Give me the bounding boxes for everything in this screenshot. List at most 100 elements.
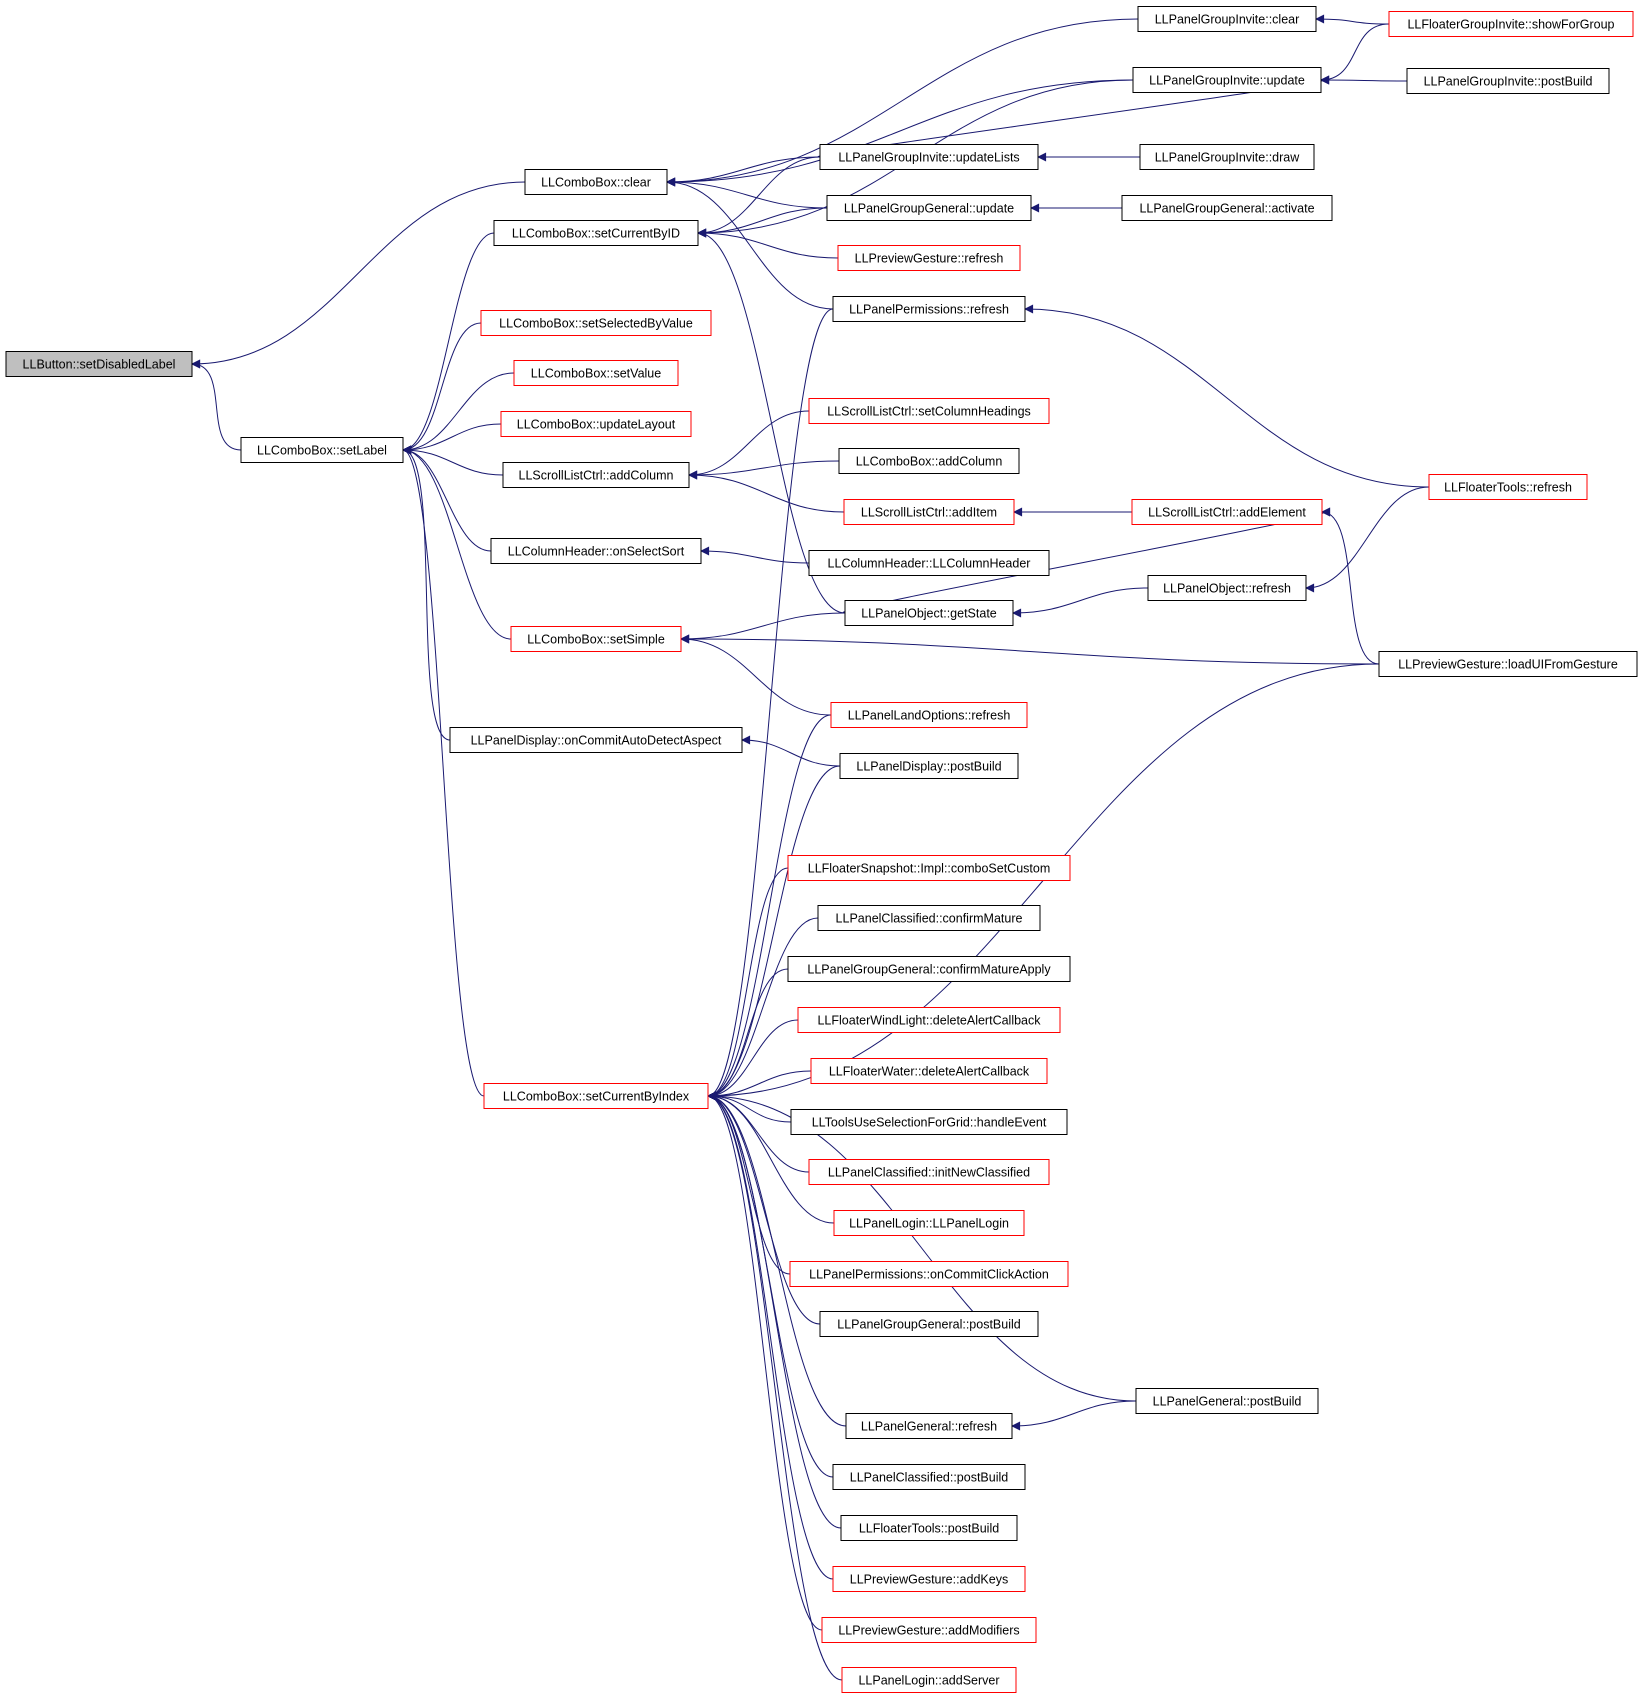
graph-node[interactable]: LLComboBox::updateLayout: [500, 411, 692, 437]
node-box[interactable]: [826, 195, 1032, 221]
node-box[interactable]: [500, 411, 692, 437]
graph-node[interactable]: LLComboBox::setSelectedByValue: [480, 310, 712, 336]
graph-node[interactable]: LLButton::setDisabledLabel: [5, 351, 193, 377]
node-box[interactable]: [1121, 195, 1333, 221]
graph-node[interactable]: LLPanelGroupInvite::postBuild: [1406, 68, 1610, 94]
node-box[interactable]: [1378, 651, 1638, 677]
node-box[interactable]: [1406, 68, 1610, 94]
graph-node[interactable]: LLColumnHeader::onSelectSort: [490, 538, 702, 564]
graph-node[interactable]: LLToolsUseSelectionForGrid::handleEvent: [790, 1109, 1068, 1135]
node-box[interactable]: [845, 1413, 1013, 1439]
node-box[interactable]: [513, 360, 679, 386]
graph-node[interactable]: LLScrollListCtrl::setColumnHeadings: [808, 398, 1050, 424]
node-box[interactable]: [840, 1515, 1018, 1541]
node-box[interactable]: [502, 462, 690, 488]
graph-node[interactable]: LLFloaterTools::postBuild: [840, 1515, 1018, 1541]
node-box[interactable]: [819, 144, 1039, 170]
graph-node[interactable]: LLFloaterGroupInvite::showForGroup: [1388, 11, 1634, 37]
graph-node[interactable]: LLComboBox::setCurrentByIndex: [483, 1083, 709, 1109]
node-box[interactable]: [832, 1566, 1026, 1592]
node-box[interactable]: [808, 398, 1050, 424]
graph-node[interactable]: LLPanelLogin::LLPanelLogin: [833, 1210, 1025, 1236]
node-box[interactable]: [524, 169, 668, 195]
graph-node[interactable]: LLPanelGeneral::postBuild: [1135, 1388, 1319, 1414]
graph-node[interactable]: LLScrollListCtrl::addElement: [1131, 499, 1323, 525]
graph-node[interactable]: LLPanelPermissions::refresh: [832, 296, 1026, 322]
graph-node[interactable]: LLScrollListCtrl::addColumn: [502, 462, 690, 488]
graph-node[interactable]: LLPanelGroupGeneral::confirmMatureApply: [787, 956, 1071, 982]
graph-node[interactable]: LLComboBox::setCurrentByID: [493, 220, 699, 246]
graph-node[interactable]: LLPanelDisplay::postBuild: [839, 753, 1019, 779]
node-box[interactable]: [832, 296, 1026, 322]
node-box[interactable]: [810, 1058, 1048, 1084]
graph-node[interactable]: LLPreviewGesture::addModifiers: [821, 1617, 1037, 1643]
node-box[interactable]: [1139, 144, 1315, 170]
node-box[interactable]: [510, 626, 682, 652]
node-box[interactable]: [839, 753, 1019, 779]
graph-node[interactable]: LLFloaterTools::refresh: [1428, 474, 1588, 500]
graph-node[interactable]: LLPanelGroupInvite::draw: [1139, 144, 1315, 170]
graph-node[interactable]: LLPanelObject::refresh: [1147, 575, 1307, 601]
node-box[interactable]: [490, 538, 702, 564]
graph-node[interactable]: LLPanelPermissions::onCommitClickAction: [789, 1261, 1069, 1287]
graph-node[interactable]: LLPanelGroupGeneral::postBuild: [819, 1311, 1039, 1337]
node-box[interactable]: [789, 1261, 1069, 1287]
node-box[interactable]: [480, 310, 712, 336]
node-box[interactable]: [1131, 499, 1323, 525]
node-box[interactable]: [833, 1210, 1025, 1236]
graph-node[interactable]: LLPanelGroupInvite::updateLists: [819, 144, 1039, 170]
node-box[interactable]: [797, 1007, 1061, 1033]
node-box[interactable]: [1137, 6, 1317, 32]
graph-node[interactable]: LLComboBox::setLabel: [240, 437, 404, 463]
node-box[interactable]: [1135, 1388, 1319, 1414]
node-box[interactable]: [844, 600, 1014, 626]
node-box[interactable]: [837, 245, 1021, 271]
graph-node[interactable]: LLFloaterSnapshot::Impl::comboSetCustom: [787, 855, 1071, 881]
graph-node[interactable]: LLPanelGroupGeneral::update: [826, 195, 1032, 221]
node-box[interactable]: [821, 1617, 1037, 1643]
node-box[interactable]: [808, 550, 1050, 576]
node-box[interactable]: [1132, 67, 1322, 93]
node-box[interactable]: [808, 1159, 1050, 1185]
node-box[interactable]: [5, 351, 193, 377]
graph-node[interactable]: LLScrollListCtrl::addItem: [843, 499, 1015, 525]
node-box[interactable]: [787, 855, 1071, 881]
node-box[interactable]: [1428, 474, 1588, 500]
graph-node[interactable]: LLPanelGroupGeneral::activate: [1121, 195, 1333, 221]
node-box[interactable]: [493, 220, 699, 246]
graph-node[interactable]: LLPanelClassified::initNewClassified: [808, 1159, 1050, 1185]
graph-node[interactable]: LLPanelGeneral::refresh: [845, 1413, 1013, 1439]
node-box[interactable]: [832, 1464, 1026, 1490]
graph-node[interactable]: LLPanelClassified::confirmMature: [817, 905, 1041, 931]
graph-node[interactable]: LLPanelObject::getState: [844, 600, 1014, 626]
node-box[interactable]: [790, 1109, 1068, 1135]
graph-node[interactable]: LLPanelClassified::postBuild: [832, 1464, 1026, 1490]
graph-node[interactable]: LLPreviewGesture::addKeys: [832, 1566, 1026, 1592]
node-box[interactable]: [1388, 11, 1634, 37]
graph-node[interactable]: LLComboBox::clear: [524, 169, 668, 195]
node-box[interactable]: [1147, 575, 1307, 601]
node-box[interactable]: [843, 499, 1015, 525]
node-box[interactable]: [817, 905, 1041, 931]
node-box[interactable]: [483, 1083, 709, 1109]
graph-node[interactable]: LLFloaterWater::deleteAlertCallback: [810, 1058, 1048, 1084]
graph-node[interactable]: LLPreviewGesture::loadUIFromGesture: [1378, 651, 1638, 677]
graph-node[interactable]: LLPanelLandOptions::refresh: [830, 702, 1028, 728]
graph-node[interactable]: LLColumnHeader::LLColumnHeader: [808, 550, 1050, 576]
graph-node[interactable]: LLPanelDisplay::onCommitAutoDetectAspect: [449, 727, 743, 753]
graph-node[interactable]: LLComboBox::setValue: [513, 360, 679, 386]
graph-node[interactable]: LLFloaterWindLight::deleteAlertCallback: [797, 1007, 1061, 1033]
node-box[interactable]: [787, 956, 1071, 982]
graph-node[interactable]: LLPanelGroupInvite::clear: [1137, 6, 1317, 32]
node-box[interactable]: [449, 727, 743, 753]
node-box[interactable]: [819, 1311, 1039, 1337]
node-box[interactable]: [841, 1667, 1017, 1693]
graph-node[interactable]: LLPanelGroupInvite::update: [1132, 67, 1322, 93]
node-box[interactable]: [830, 702, 1028, 728]
graph-node[interactable]: LLPreviewGesture::refresh: [837, 245, 1021, 271]
node-box[interactable]: [240, 437, 404, 463]
node-box[interactable]: [838, 448, 1020, 474]
graph-node[interactable]: LLComboBox::setSimple: [510, 626, 682, 652]
graph-node[interactable]: LLComboBox::addColumn: [838, 448, 1020, 474]
graph-node[interactable]: LLPanelLogin::addServer: [841, 1667, 1017, 1693]
